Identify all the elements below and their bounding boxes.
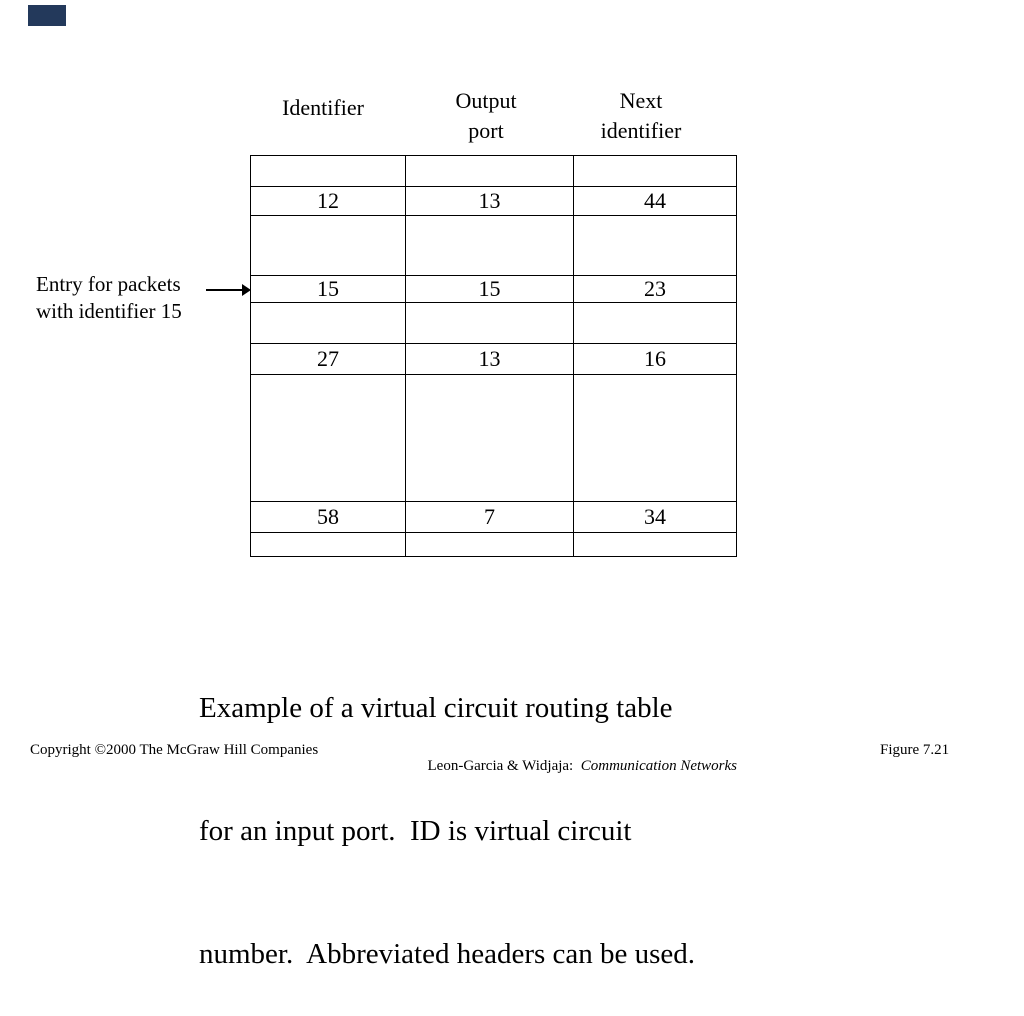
table-cell (573, 374, 737, 502)
table-row: 12 13 44 (250, 186, 737, 216)
table-row-identifier-15: 15 15 23 (250, 275, 737, 303)
table-cell: 7 (405, 501, 574, 533)
table-cell (250, 302, 406, 344)
table-cell: 13 (405, 186, 574, 216)
column-header-identifier: Identifier (243, 93, 403, 123)
footer-figure-label: Figure 7.21 (880, 742, 950, 758)
column-header-output-line1: Output (455, 88, 517, 113)
table-cell: 34 (573, 501, 737, 533)
table-cell: 13 (405, 343, 574, 375)
table-cell (250, 215, 406, 276)
table-cell: 15 (250, 275, 406, 303)
caption-line2: for an input port. ID is virtual circuit (199, 815, 632, 847)
table-row (250, 374, 737, 502)
arrow-shaft (206, 289, 243, 291)
table-cell (573, 215, 737, 276)
table-cell (250, 155, 406, 187)
table-cell (250, 374, 406, 502)
footer-book-title: Communication Networks (580, 758, 737, 774)
table-cell (573, 532, 737, 557)
table-row: 58 7 34 (250, 501, 737, 533)
column-header-next-line1: Next (619, 88, 663, 113)
footer-authors: Leon-Garcia & Widjaja: (427, 758, 581, 774)
footer-book-credit: Leon-Garcia & Widjaja: Communication Net… (420, 741, 737, 775)
routing-table: 12 13 44 15 15 23 27 13 16 (250, 155, 737, 557)
table-row (250, 302, 737, 344)
table-cell (405, 532, 574, 557)
table-cell: 15 (405, 275, 574, 303)
slide-canvas: { "accent": { "corner_box_color": "#2339… (28, 5, 950, 970)
table-cell (573, 302, 737, 344)
column-header-output-line2: port (468, 118, 504, 143)
table-row: 27 13 16 (250, 343, 737, 375)
table-cell (405, 302, 574, 344)
table-row (250, 215, 737, 276)
footer-copyright: Copyright ©2000 The McGraw Hill Companie… (30, 742, 319, 758)
caption-line1: Example of a virtual circuit routing tab… (199, 692, 673, 724)
column-header-identifier-line1: Identifier (282, 95, 364, 120)
table-cell (250, 532, 406, 557)
table-cell: 44 (573, 186, 737, 216)
annotation-line2: with identifier 15 (36, 299, 182, 323)
table-row (250, 532, 737, 557)
table-cell (405, 155, 574, 187)
table-cell (405, 215, 574, 276)
column-header-next-identifier: Next identifier (557, 86, 725, 146)
table-row (250, 155, 737, 187)
table-cell: 12 (250, 186, 406, 216)
slide-caption: Example of a virtual circuit routing tab… (199, 606, 695, 1016)
column-header-next-line2: identifier (600, 118, 682, 143)
table-cell: 16 (573, 343, 737, 375)
table-cell: 27 (250, 343, 406, 375)
table-cell (405, 374, 574, 502)
caption-line3: number. Abbreviated headers can be used. (199, 938, 696, 970)
table-cell: 23 (573, 275, 737, 303)
table-cell (573, 155, 737, 187)
corner-accent-box (28, 5, 66, 26)
annotation-entry-identifier-15: Entry for packets with identifier 15 (36, 271, 182, 325)
column-header-output-port: Output port (402, 86, 570, 146)
table-cell: 58 (250, 501, 406, 533)
annotation-line1: Entry for packets (36, 272, 181, 296)
arrow-right-icon (242, 284, 251, 296)
